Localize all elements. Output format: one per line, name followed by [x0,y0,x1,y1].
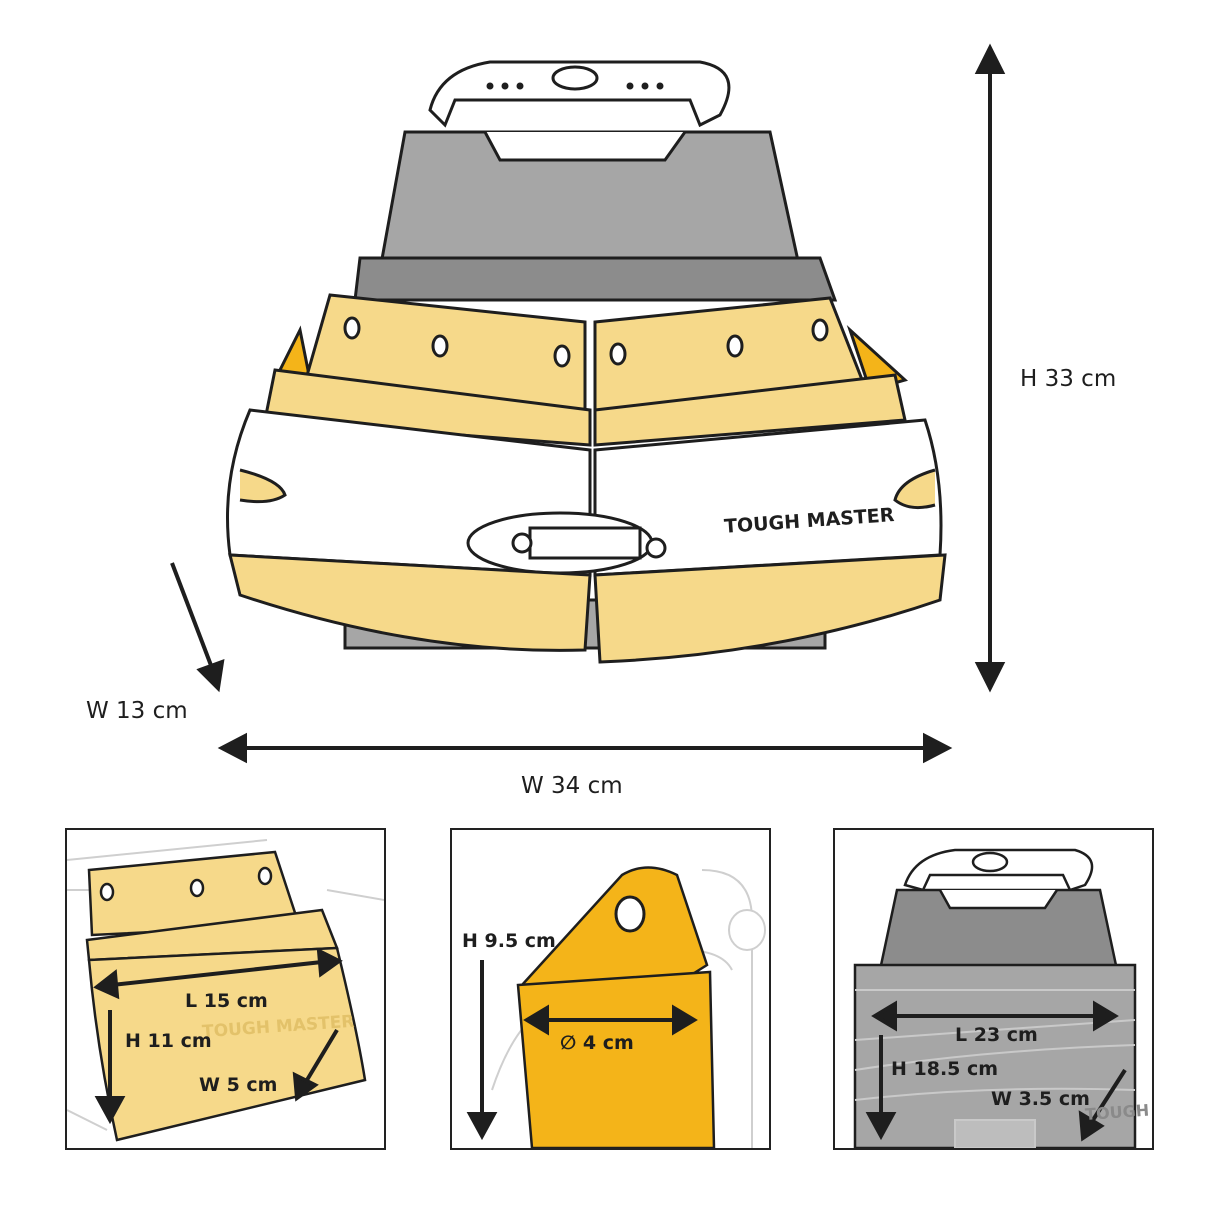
depth-arrow [170,562,225,693]
hammer-loop-drawing [466,866,766,1148]
pouch-width: W 5 cm [199,1074,278,1096]
back-height: H 18.5 cm [891,1058,999,1080]
loop-height: H 9.5 cm [462,930,556,952]
detail-panel-back-pocket: TOUGH MASTER L 23 cm H 18.5 cm W 3.5 cm [833,828,1154,1150]
width-arrow [217,732,953,764]
depth-label: W 13 cm [86,698,188,724]
width-label: W 34 cm [521,773,623,799]
detail-panel-nail-pouch: TOUGH MASTER L 15 cm H 11 cm W 5 cm [65,828,386,1150]
height-label: H 33 cm [1020,366,1117,392]
nail-pouch-drawing [67,839,384,1142]
handle [428,60,731,128]
pouch-length: L 15 cm [185,990,268,1012]
pouch-height: H 11 cm [125,1030,212,1052]
loop-diameter: ∅ 4 cm [560,1032,634,1054]
back-width: W 3.5 cm [991,1088,1090,1110]
height-arrow [974,43,1006,693]
back-pocket-drawing [853,848,1137,1148]
back-length: L 23 cm [955,1024,1038,1046]
detail-panel-hammer-loop: H 9.5 cm ∅ 4 cm [450,828,771,1150]
